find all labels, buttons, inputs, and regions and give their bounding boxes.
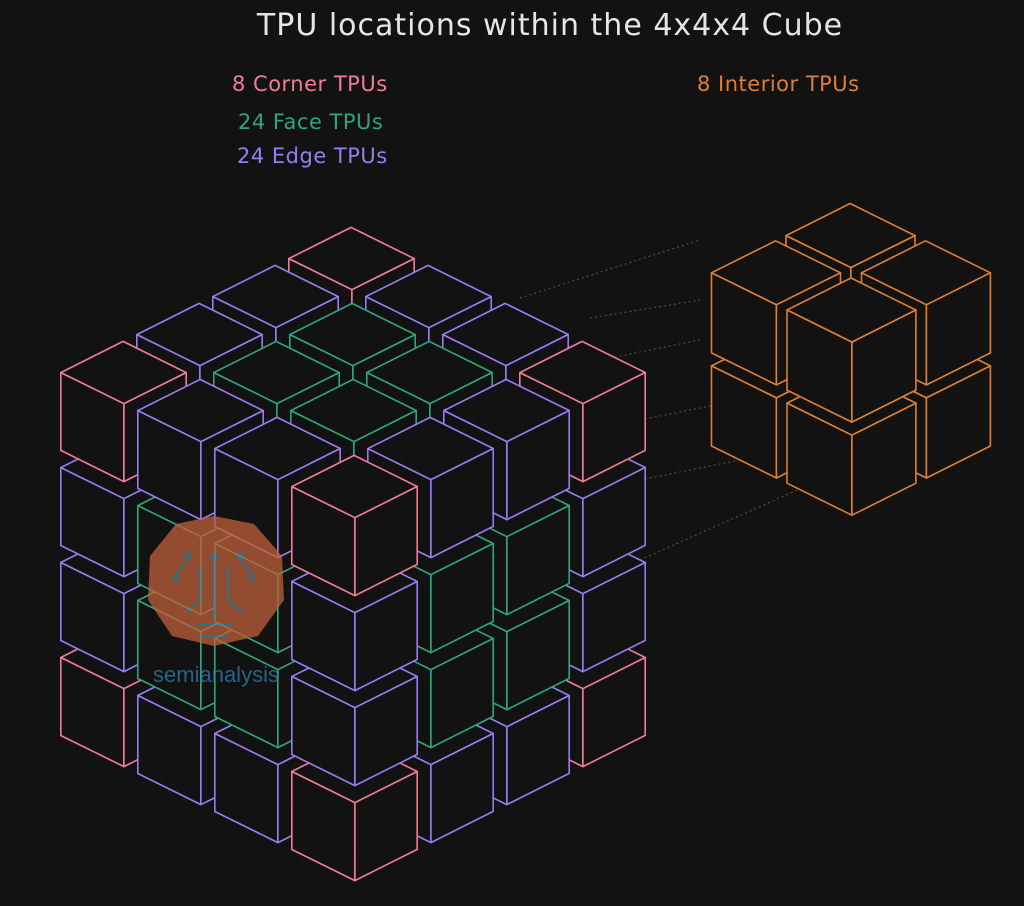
tpu-interior-cube (786, 277, 917, 423)
diagram-title: TPU locations within the 4x4x4 Cube (256, 8, 844, 43)
legend-face: 24 Face TPUs (238, 110, 384, 134)
legend-corner: 8 Corner TPUs (232, 72, 388, 96)
tpu-corner-cube (290, 454, 419, 597)
connector-line (589, 299, 701, 319)
watermark-text: semianalysis (153, 662, 279, 687)
legend-interior: 8 Interior TPUs (697, 72, 860, 96)
connector-line (599, 339, 701, 361)
legend-edge: 24 Edge TPUs (237, 144, 388, 168)
interior-cube (710, 202, 992, 517)
main-cube (59, 226, 647, 882)
circuit-icon (172, 552, 256, 637)
watermark-logo: semianalysis (148, 516, 284, 687)
tpu-edge-cube (290, 549, 419, 692)
connector-line (519, 239, 701, 299)
